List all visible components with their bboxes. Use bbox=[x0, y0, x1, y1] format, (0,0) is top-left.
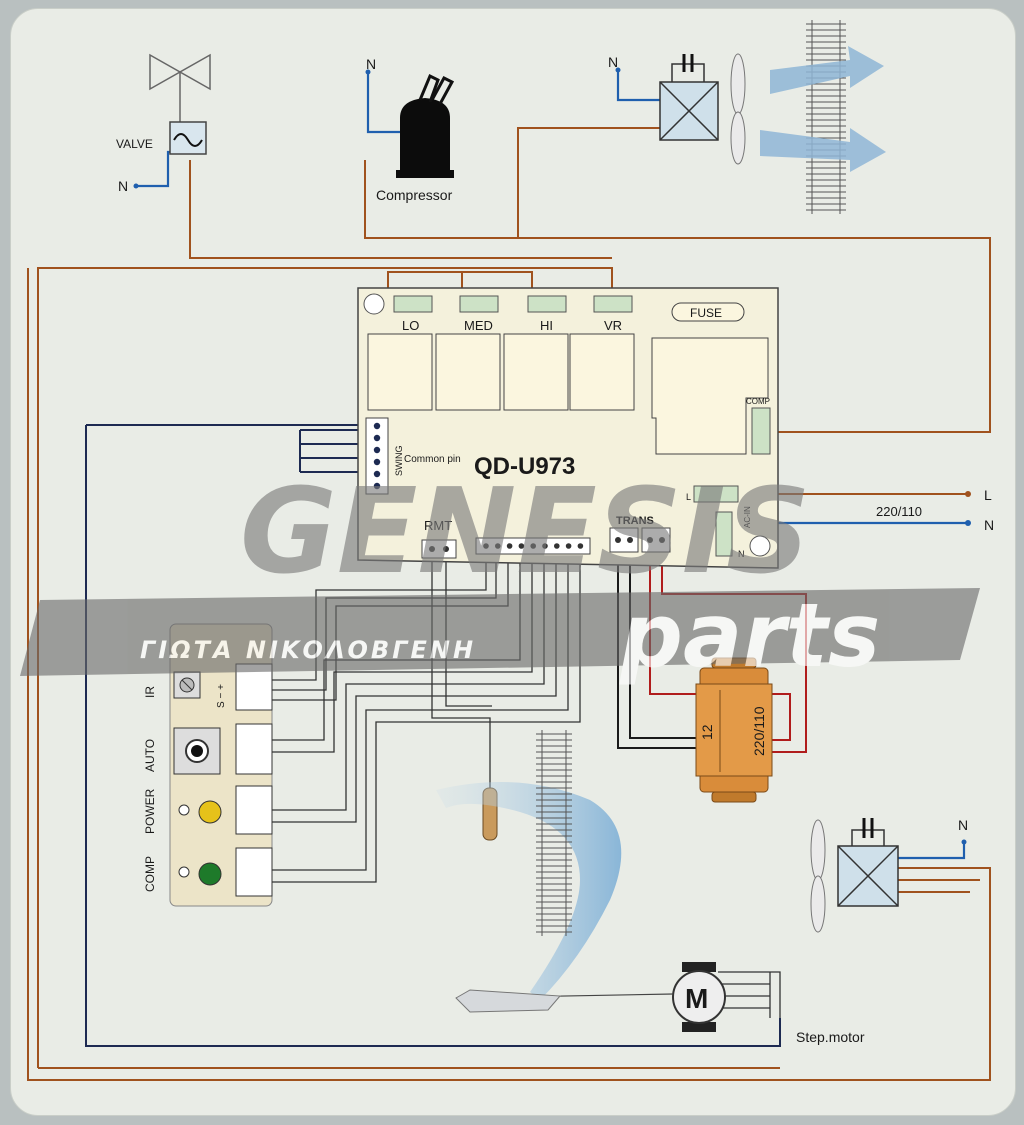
supply-voltage: 220/110 bbox=[876, 504, 922, 519]
valve-label: VALVE bbox=[116, 137, 153, 151]
rmt-connector bbox=[421, 539, 457, 559]
ac-in-label: AC-IN bbox=[743, 506, 752, 528]
comp-led bbox=[198, 862, 222, 886]
control-board bbox=[357, 287, 779, 569]
louver bbox=[455, 989, 562, 1013]
common-pin-label: Common pin bbox=[404, 454, 461, 465]
watermark-brand: GENESIS bbox=[240, 462, 811, 600]
valve-neutral-label: N bbox=[118, 178, 128, 194]
display-panel bbox=[169, 623, 273, 907]
condenser-coil bbox=[811, 20, 841, 214]
trans-label: TRANS bbox=[616, 515, 654, 527]
outdoor-fan-blade-icon bbox=[730, 53, 746, 165]
valve-symbol bbox=[149, 53, 211, 155]
power-label: POWER bbox=[143, 788, 157, 834]
step-motor-wiring bbox=[718, 971, 781, 1018]
relay-label-vr: VR bbox=[604, 318, 622, 333]
fuse bbox=[671, 302, 745, 322]
comp-label: COMP bbox=[143, 856, 157, 892]
board-model: QD-U973 bbox=[474, 453, 575, 480]
airflow-arrow-icon bbox=[760, 46, 886, 172]
step-motor-label: Step.motor bbox=[796, 1029, 865, 1045]
airflow-swirl-icon bbox=[436, 782, 622, 1000]
compressor-icon bbox=[396, 73, 455, 178]
display-connector-pins bbox=[483, 543, 584, 549]
fuse-label: FUSE bbox=[690, 306, 722, 320]
swing-label: SWING bbox=[394, 446, 404, 477]
transformer-primary: 220/110 bbox=[751, 706, 767, 756]
ir-pins-label: S − + bbox=[216, 684, 227, 708]
trans-secondary-connector bbox=[609, 527, 639, 553]
ac-in-l-label: L bbox=[686, 492, 691, 502]
control-wiring bbox=[85, 424, 781, 1047]
evaporator-coil-rungs bbox=[536, 733, 572, 933]
relay-label-med: MED bbox=[464, 318, 493, 333]
power-led bbox=[198, 800, 222, 824]
ac-in-n-label: N bbox=[738, 549, 745, 559]
indoor-fan-blade-icon bbox=[810, 819, 826, 933]
indoor-fan-motor bbox=[837, 818, 899, 907]
trans-primary-connector bbox=[641, 527, 671, 553]
rmt-label: RMT bbox=[424, 518, 452, 533]
watermark-parts: parts bbox=[619, 584, 880, 687]
step-motor bbox=[455, 962, 726, 1032]
swing-connector bbox=[365, 417, 389, 495]
relay-label-hi: HI bbox=[540, 318, 553, 333]
transformer bbox=[695, 657, 773, 803]
compressor-label: Compressor bbox=[376, 187, 453, 203]
transformer-secondary: 12 bbox=[699, 724, 715, 740]
supply-line-label: L bbox=[984, 487, 992, 503]
watermark-name: ΓΙΩΤΑ ΝΙΚΟΛΟΒΓΕΝΗ bbox=[140, 636, 476, 664]
watermark-logo: GENESIS parts ΓΙΩΤΑ ΝΙΚΟΛΟΒΓΕΝΗ bbox=[20, 462, 980, 687]
comp-terminal bbox=[751, 407, 771, 455]
ir-label: IR bbox=[143, 686, 157, 698]
outdoor-fan-motor bbox=[659, 54, 719, 141]
step-motor-letter: M bbox=[685, 983, 708, 1014]
indoor-fan-neutral-label: N bbox=[958, 817, 968, 833]
comp-terminal-label: COMP bbox=[746, 397, 770, 406]
fan-neutral-label: N bbox=[608, 54, 618, 70]
swing-pins bbox=[373, 422, 381, 490]
compressor-neutral-label: N bbox=[366, 56, 376, 72]
relay-label-lo: LO bbox=[402, 318, 419, 333]
auto-label: AUTO bbox=[143, 739, 157, 772]
supply-neutral-label: N bbox=[984, 517, 994, 533]
